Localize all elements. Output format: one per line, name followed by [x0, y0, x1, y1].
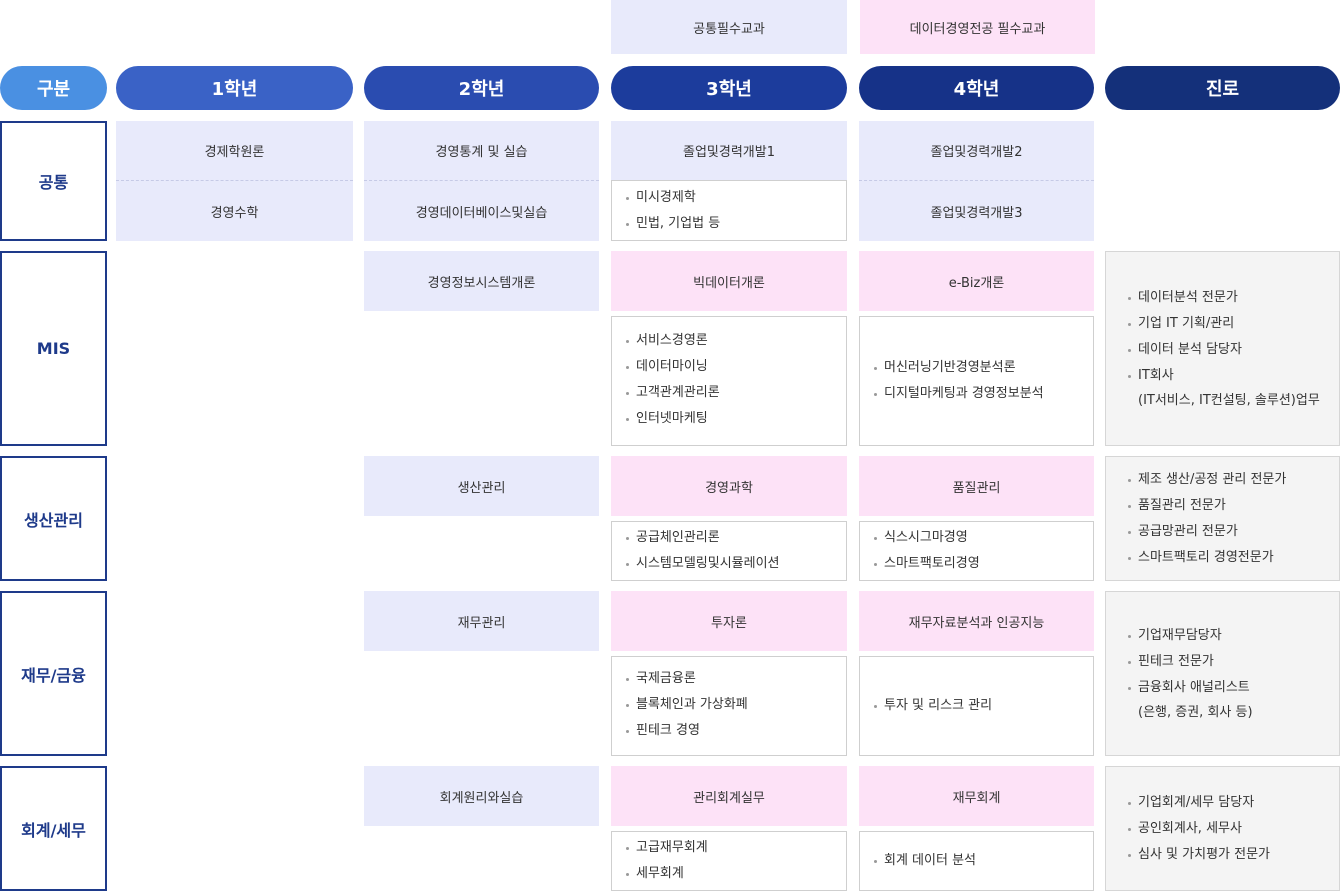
course-cell: 품질관리 [859, 456, 1094, 516]
sub-course-item: 세무회계 [626, 861, 846, 887]
career-item: 기업회계/세무 담당자 [1128, 790, 1339, 816]
career-item: 기업 IT 기획/관리 [1128, 311, 1339, 337]
sub-course-box: 식스시그마경영 스마트팩토리경영 [859, 521, 1094, 581]
course-cell: 경제학원론 [204, 145, 265, 160]
career-item: 공급망관리 전문가 [1128, 519, 1339, 545]
sub-course-item: 고급재무회계 [626, 835, 846, 861]
common-year1-box: 경제학원론 경영수학 [116, 121, 353, 241]
row-label-finance: 재무/금융 [0, 591, 107, 756]
course-cell: 경영수학 [210, 205, 259, 221]
course-cell: 경영정보시스템개론 [364, 251, 599, 311]
sub-course-box: 미시경제학 민법, 기업법 등 [611, 180, 847, 241]
header-category: 구분 [0, 66, 107, 110]
career-item-continued: (은행, 증권, 회사 등) [1138, 704, 1253, 720]
sub-course-item: 국제금융론 [626, 666, 846, 692]
sub-course-box: 투자 및 리스크 관리 [859, 656, 1094, 756]
sub-course-item: 디지털마케팅과 경영정보분석 [874, 381, 1044, 407]
sub-course-item: 민법, 기업법 등 [626, 211, 846, 237]
sub-course-item: 블록체인과 가상화폐 [626, 692, 846, 718]
sub-course-item: 식스시그마경영 [874, 525, 1093, 551]
row-label-common: 공통 [0, 121, 107, 241]
career-item: 심사 및 가치평가 전문가 [1128, 842, 1339, 868]
course-cell: 재무관리 [364, 591, 599, 651]
sub-course-item: 머신러닝기반경영분석론 [874, 355, 1044, 381]
sub-course-item: 인터넷마케팅 [626, 406, 846, 432]
career-box: 기업재무담당자 핀테크 전문가 금융회사 애널리스트 (은행, 증권, 회사 등… [1105, 591, 1340, 756]
sub-course-item: 시스템모델링및시뮬레이션 [626, 551, 846, 577]
course-cell: 졸업및경력개발1 [611, 121, 847, 180]
divider [859, 180, 1094, 181]
divider [116, 180, 353, 181]
sub-course-item: 회계 데이터 분석 [874, 848, 976, 874]
career-item: 품질관리 전문가 [1128, 493, 1339, 519]
course-cell: 졸업및경력개발2 [930, 145, 1023, 160]
sub-course-item: 투자 및 리스크 관리 [874, 693, 992, 719]
course-cell: 졸업및경력개발3 [930, 205, 1023, 221]
course-cell: 재무회계 [859, 766, 1094, 826]
course-cell: 경영데이터베이스및실습 [415, 205, 548, 221]
row-label-mis: MIS [0, 251, 107, 446]
row-label-accounting: 회계/세무 [0, 766, 107, 891]
sub-course-box: 공급체인관리론 시스템모델링및시뮬레이션 [611, 521, 847, 581]
career-box: 제조 생산/공정 관리 전문가 품질관리 전문가 공급망관리 전문가 스마트팩토… [1105, 456, 1340, 581]
row-label-production: 생산관리 [0, 456, 107, 581]
sub-course-item: 데이터마이닝 [626, 354, 846, 380]
career-item: 공인회계사, 세무사 [1128, 816, 1339, 842]
course-cell: 투자론 [611, 591, 847, 651]
career-item: IT회사 [1128, 363, 1339, 389]
course-cell: 회계원리와실습 [364, 766, 599, 826]
career-item: 제조 생산/공정 관리 전문가 [1128, 467, 1339, 493]
sub-course-item: 고객관계관리론 [626, 380, 846, 406]
career-box: 기업회계/세무 담당자 공인회계사, 세무사 심사 및 가치평가 전문가 [1105, 766, 1340, 891]
sub-course-box: 회계 데이터 분석 [859, 831, 1094, 891]
sub-course-box: 서비스경영론 데이터마이닝 고객관계관리론 인터넷마케팅 [611, 316, 847, 446]
legend-common-required: 공통필수교과 [611, 0, 847, 54]
common-year2-box: 경영통계 및 실습 경영데이터베이스및실습 [364, 121, 599, 241]
common-year4-box: 졸업및경력개발2 졸업및경력개발3 [859, 121, 1094, 241]
sub-course-box: 머신러닝기반경영분석론 디지털마케팅과 경영정보분석 [859, 316, 1094, 446]
divider [364, 180, 599, 181]
sub-course-item: 핀테크 경영 [626, 718, 846, 744]
career-item: 핀테크 전문가 [1128, 649, 1339, 675]
career-item: 데이터분석 전문가 [1128, 285, 1339, 311]
course-cell: 재무자료분석과 인공지능 [859, 591, 1094, 651]
career-item: 금융회사 애널리스트 [1128, 675, 1339, 701]
sub-course-item: 서비스경영론 [626, 328, 846, 354]
legend-major-required: 데이터경영전공 필수교과 [860, 0, 1095, 54]
course-cell: 빅데이터개론 [611, 251, 847, 311]
career-item-continued: (IT서비스, IT컨설팅, 솔루션)업무 [1138, 392, 1320, 408]
header-year-4: 4학년 [859, 66, 1094, 110]
sub-course-item: 스마트팩토리경영 [874, 551, 1093, 577]
course-cell: 관리회계실무 [611, 766, 847, 826]
career-item: 데이터 분석 담당자 [1128, 337, 1339, 363]
course-cell: 생산관리 [364, 456, 599, 516]
course-cell: e-Biz개론 [859, 251, 1094, 311]
course-cell: 경영과학 [611, 456, 847, 516]
header-career: 진로 [1105, 66, 1340, 110]
sub-course-box: 국제금융론 블록체인과 가상화폐 핀테크 경영 [611, 656, 847, 756]
career-item: 기업재무담당자 [1128, 623, 1339, 649]
header-year-2: 2학년 [364, 66, 599, 110]
sub-course-item: 공급체인관리론 [626, 525, 846, 551]
sub-course-box: 고급재무회계 세무회계 [611, 831, 847, 891]
career-item: 스마트팩토리 경영전문가 [1128, 545, 1339, 571]
career-box: 데이터분석 전문가 기업 IT 기획/관리 데이터 분석 담당자 IT회사 (I… [1105, 251, 1340, 446]
header-year-3: 3학년 [611, 66, 847, 110]
course-cell: 경영통계 및 실습 [435, 145, 528, 160]
header-year-1: 1학년 [116, 66, 353, 110]
sub-course-item: 미시경제학 [626, 185, 846, 211]
